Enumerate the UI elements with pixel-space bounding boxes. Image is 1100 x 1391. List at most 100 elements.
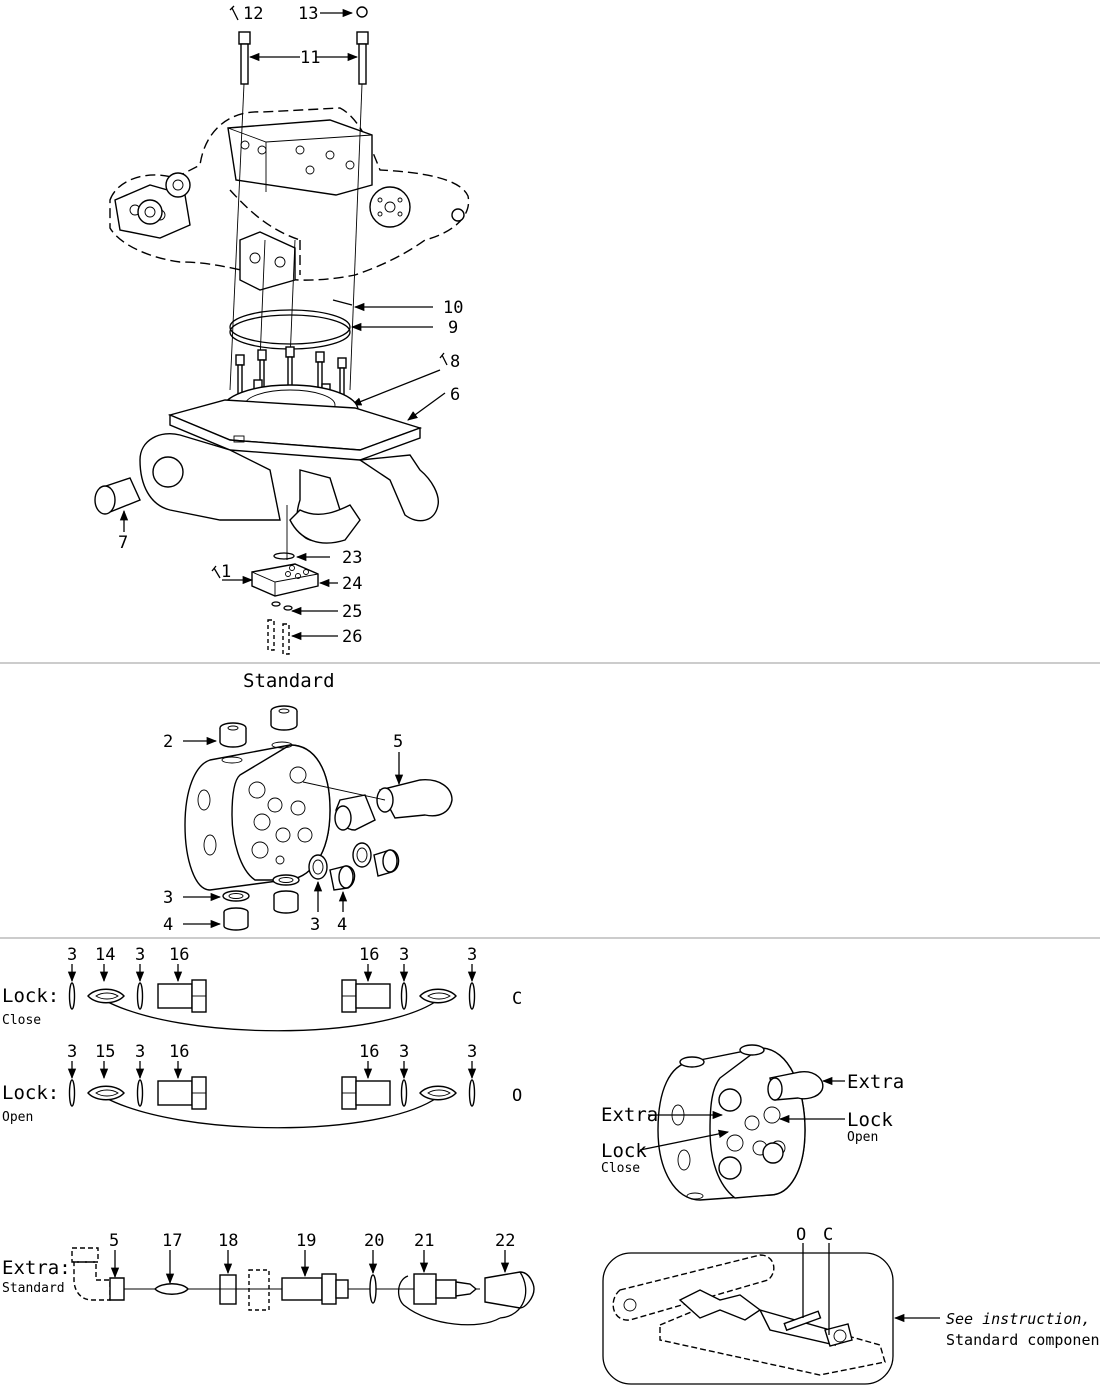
bolt-11-right — [356, 31, 369, 85]
valve-block — [227, 119, 373, 196]
seal-washer — [419, 988, 457, 1004]
callout-8: 8 — [450, 352, 460, 372]
callout-24: 24 — [342, 574, 362, 594]
callout-17: 17 — [162, 1231, 182, 1251]
elbow-fitting-5 — [302, 779, 453, 831]
plug-13-icon — [356, 6, 368, 18]
callout-4-right: 4 — [337, 915, 347, 935]
screws-26 — [267, 619, 290, 655]
main-assembly: 12 13 11 10 9 8 6 7 23 1 24 25 26 — [94, 4, 470, 655]
washer-3 — [308, 854, 328, 880]
port-view: Extra Extra Lock Open Lock Close — [601, 1044, 904, 1201]
lock-label: Lock: — [2, 985, 59, 1007]
callout-4-left: 4 — [163, 915, 173, 935]
extra-port-top-label: Extra — [847, 1071, 904, 1093]
hook-bracket — [139, 433, 439, 544]
callout-3: 3 — [135, 1042, 145, 1062]
cap-22 — [484, 1271, 535, 1319]
seal-washer — [419, 1085, 457, 1101]
callout-16: 16 — [169, 945, 189, 965]
callout-23: 23 — [342, 548, 362, 568]
callout-12: 12 — [243, 4, 263, 24]
callout-26: 26 — [342, 627, 362, 647]
seal-3 — [468, 1079, 476, 1107]
plug-4-mid — [273, 890, 299, 914]
lock-side-letter: O — [512, 1086, 522, 1106]
torque-wrench-icon — [439, 352, 448, 366]
callout-16: 16 — [359, 1042, 379, 1062]
callout-10: 10 — [443, 298, 463, 318]
lock-close-sub-label: Close — [601, 1161, 640, 1176]
lock-open-sub-label: Open — [847, 1130, 878, 1145]
seal-3 — [400, 982, 408, 1010]
standard-title: Standard — [243, 670, 335, 692]
detail-letter-c: C — [823, 1225, 833, 1245]
callout-16: 16 — [169, 1042, 189, 1062]
mounting-plate-6 — [167, 399, 423, 461]
plug-16 — [157, 983, 193, 1009]
hose — [103, 999, 439, 1032]
seal-3 — [400, 1079, 408, 1107]
callout-3: 3 — [399, 945, 409, 965]
elbow-fitting-5-dashed — [71, 1247, 125, 1301]
plug-4-right — [329, 865, 356, 891]
nut-18b-dashed — [248, 1269, 270, 1311]
callout-6: 6 — [450, 385, 460, 405]
lock-open-port-label: Lock — [847, 1109, 893, 1131]
callout-3-right: 3 — [310, 915, 320, 935]
lock-open-row: Lock: Open O 3 15 3 16 16 3 3 — [2, 1042, 522, 1129]
swivel-block-24 — [251, 563, 319, 597]
callout-9: 9 — [448, 318, 458, 338]
standard-section: Standard — [163, 670, 453, 935]
seal-3 — [68, 982, 76, 1010]
callout-7: 7 — [118, 533, 128, 553]
adapter-19 — [281, 1273, 349, 1305]
callout-20: 20 — [364, 1231, 384, 1251]
callout-1: 1 — [221, 562, 231, 582]
torque-wrench-icon — [211, 565, 221, 579]
swivel-block-standard — [184, 741, 331, 891]
extra-sub-label: Standard — [2, 1281, 65, 1296]
plug-2-left — [219, 722, 247, 748]
standard-components-note: Standard components — [946, 1331, 1100, 1349]
lock-side-letter: C — [512, 989, 522, 1009]
callout-21: 21 — [414, 1231, 434, 1251]
callout-16: 16 — [359, 945, 379, 965]
extra-row: Extra: Standard — [2, 1231, 535, 1326]
callout-22: 22 — [495, 1231, 515, 1251]
callout-11: 11 — [300, 48, 320, 68]
left-fittings — [114, 172, 191, 239]
lock-sub-label: Open — [2, 1110, 33, 1125]
seal-3 — [68, 1079, 76, 1107]
plug-4-left — [223, 907, 249, 931]
callout-19: 19 — [296, 1231, 316, 1251]
extra-port-left-label: Extra — [601, 1104, 658, 1126]
see-instruction-note: See instruction, — [946, 1310, 1091, 1328]
detail-letter-o: O — [796, 1225, 806, 1245]
callout-3: 3 — [399, 1042, 409, 1062]
o-ring-23 — [273, 552, 295, 560]
detail-view: O C See instruction, Standard components — [602, 1225, 1100, 1385]
seal-17 — [154, 1283, 189, 1295]
callout-3: 3 — [467, 1042, 477, 1062]
key-10 — [332, 299, 353, 306]
seal-20 — [369, 1274, 377, 1304]
seal-3 — [136, 982, 144, 1010]
callout-3: 3 — [67, 1042, 77, 1062]
extra-label: Extra: — [2, 1257, 71, 1279]
callout-5-extra: 5 — [109, 1231, 119, 1251]
plug-16 — [157, 1080, 193, 1106]
hose — [103, 1096, 439, 1129]
o-ring-9 — [229, 309, 351, 345]
lock-label: Lock: — [2, 1082, 59, 1104]
seal-washer — [87, 988, 125, 1004]
callout-3: 3 — [135, 945, 145, 965]
callout-15: 15 — [95, 1042, 115, 1062]
callout-18: 18 — [218, 1231, 238, 1251]
callout-2: 2 — [163, 732, 173, 752]
seal-3 — [136, 1079, 144, 1107]
callout-13: 13 — [298, 4, 318, 24]
callout-14: 14 — [95, 945, 115, 965]
